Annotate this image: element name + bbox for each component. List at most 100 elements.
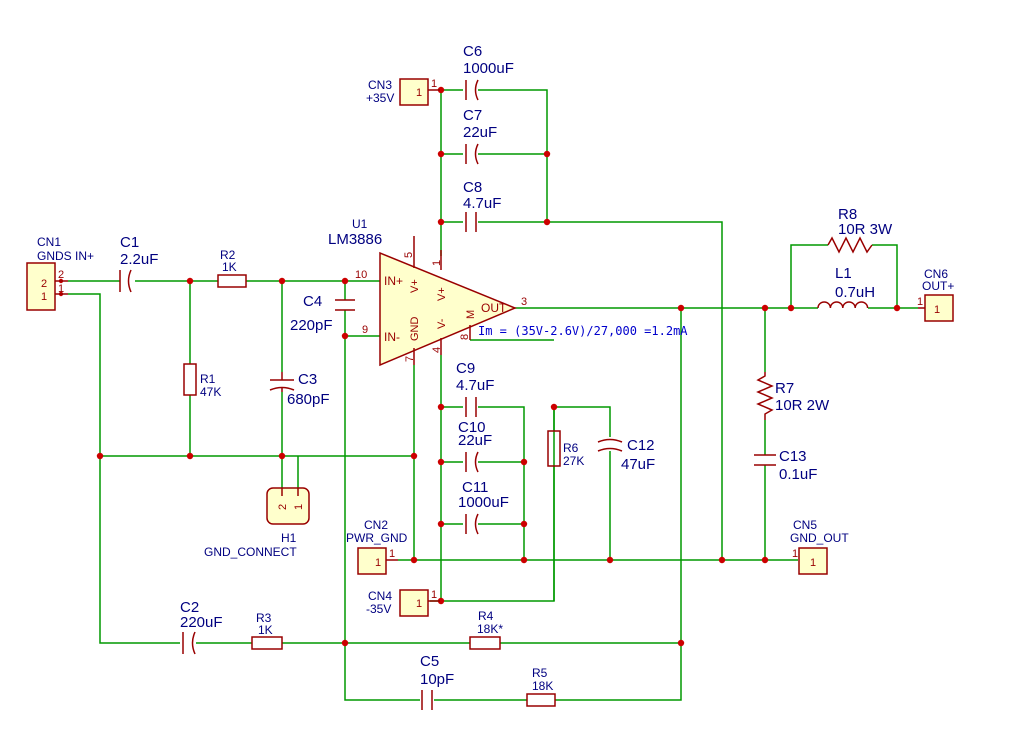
c9-value: 4.7uF <box>456 377 494 394</box>
c5-value: 10pF <box>420 671 454 688</box>
cn4-pin-num: 1 <box>431 589 437 601</box>
capacitor-c12: C12 47uF <box>597 437 655 473</box>
capacitor-c6: C6 1000uF <box>463 43 514 101</box>
c11-value: 1000uF <box>458 494 509 511</box>
u1-pin-1: 1 <box>431 260 443 266</box>
capacitor-c4: C4 220pF <box>290 293 355 334</box>
u1-pin-3: 3 <box>521 296 527 308</box>
u1-pin-in-minus: IN- <box>384 330 400 344</box>
cn6-value: OUT+ <box>922 279 954 293</box>
capacitor-c5: C5 10pF <box>420 653 454 710</box>
u1-pin-4: 4 <box>431 347 443 353</box>
h1-pin-1: 1 <box>293 504 305 510</box>
c1-value: 2.2uF <box>120 251 158 268</box>
h1-ref: H1 <box>281 531 297 545</box>
c1-ref: C1 <box>120 234 139 251</box>
c8-value: 4.7uF <box>463 195 501 212</box>
r7-ref: R7 <box>775 380 794 397</box>
c2-value: 220uF <box>180 614 223 631</box>
c6-value: 1000uF <box>463 60 514 77</box>
connector-cn5: 1 1 CN5 GND_OUT <box>790 518 849 575</box>
r5-ref: R5 <box>532 666 548 680</box>
c8-ref: C8 <box>463 179 482 196</box>
capacitor-c13: C13 0.1uF <box>754 448 817 483</box>
resistor-r7: R7 10R 2W <box>756 372 830 420</box>
l1-ref: L1 <box>835 265 852 282</box>
resistor-r5: R5 18K <box>526 666 556 707</box>
cn2-ref: CN2 <box>364 518 388 532</box>
u1-ref: U1 <box>352 217 368 231</box>
u1-pin-gnd: GND <box>409 317 421 342</box>
capacitor-c7: C7 22uF <box>463 107 497 165</box>
h1-value: GND_CONNECT <box>204 545 297 559</box>
r6-value: 27K <box>563 454 584 468</box>
r8-value: 10R 3W <box>838 221 893 238</box>
connector-cn4: 1 1 CN4 -35V <box>366 589 440 617</box>
r2-ref: R2 <box>220 248 236 262</box>
r1-value: 47K <box>200 385 221 399</box>
r4-ref: R4 <box>478 609 494 623</box>
r6-ref: R6 <box>563 441 579 455</box>
cn5-pin: 1 <box>810 557 816 569</box>
capacitor-c10: C10 22uF <box>458 419 492 473</box>
u1-pin-vminus: V- <box>436 318 448 329</box>
resistor-r1: R1 47K <box>183 363 221 399</box>
cn2-pin-num: 1 <box>389 548 395 560</box>
u1-pin-8: 8 <box>459 334 471 340</box>
u1-pin-out: OUT <box>481 301 507 315</box>
u1-value: LM3886 <box>328 231 382 248</box>
resistor-r6: R6 27K <box>547 430 584 468</box>
c4-value: 220pF <box>290 317 333 334</box>
cn1-pin-2: 2 <box>41 278 47 290</box>
c3-ref: C3 <box>298 371 317 388</box>
cn1-pin-2-num: 2 <box>58 269 64 281</box>
capacitor-c8: C8 4.7uF <box>463 179 501 232</box>
c7-value: 22uF <box>463 124 497 141</box>
u1-pin-10: 10 <box>355 269 367 281</box>
c5-ref: C5 <box>420 653 439 670</box>
u1-pin-9: 9 <box>362 324 368 336</box>
cn2-pin: 1 <box>375 557 381 569</box>
capacitor-c11: C11 1000uF <box>458 479 509 535</box>
c7-ref: C7 <box>463 107 482 124</box>
u1-pin-vplus-b: V+ <box>436 287 448 301</box>
c2-ref: C2 <box>180 599 199 616</box>
c13-ref: C13 <box>779 448 807 465</box>
cn1-pin-1: 1 <box>41 291 47 303</box>
cn4-value: -35V <box>366 602 391 616</box>
c3-value: 680pF <box>287 391 330 408</box>
cn6-pin: 1 <box>934 304 940 316</box>
cn3-pin: 1 <box>416 87 422 99</box>
cn5-value: GND_OUT <box>790 531 849 545</box>
u1-pin-5: 5 <box>403 252 415 258</box>
resistor-r4: R4 18K* <box>469 609 503 650</box>
cn6-pin-num: 1 <box>917 296 923 308</box>
capacitor-c2: C2 220uF <box>180 599 223 655</box>
opamp-u1: U1 LM3886 IN+ IN- OUT V+ V+ V- GND M 10 … <box>328 217 527 367</box>
c13-value: 0.1uF <box>779 466 817 483</box>
inductor-l1: L1 0.7uH <box>817 265 875 309</box>
r5-value: 18K <box>532 679 553 693</box>
connector-cn6: 1 1 CN6 OUT+ <box>917 267 954 322</box>
connector-cn2: 1 1 CN2 PWR_GND <box>346 518 408 575</box>
c12-ref: C12 <box>627 437 655 454</box>
r4-value: 18K* <box>477 622 503 636</box>
cn6-ref: CN6 <box>924 267 948 281</box>
cn2-value: PWR_GND <box>346 531 408 545</box>
bias-current-note: Im = (35V-2.6V)/27,000 =1.2mA <box>478 324 688 338</box>
c9-ref: C9 <box>456 360 475 377</box>
l1-value: 0.7uH <box>835 284 875 301</box>
c6-ref: C6 <box>463 43 482 60</box>
h1-pin-2: 2 <box>277 504 289 510</box>
connector-cn1: CN1 GNDS IN+ 2 1 2 1 <box>26 235 94 311</box>
r1-ref: R1 <box>200 372 216 386</box>
junctions <box>58 86 901 647</box>
header-h1: 2 1 H1 GND_CONNECT <box>204 487 310 559</box>
u1-pin-in-plus: IN+ <box>384 274 403 288</box>
c10-value: 22uF <box>458 432 492 449</box>
capacitor-c1: C1 2.2uF <box>119 234 158 293</box>
cn3-value: +35V <box>366 91 394 105</box>
cn1-pin-1-num: 1 <box>58 283 64 295</box>
cn5-ref: CN5 <box>793 518 817 532</box>
